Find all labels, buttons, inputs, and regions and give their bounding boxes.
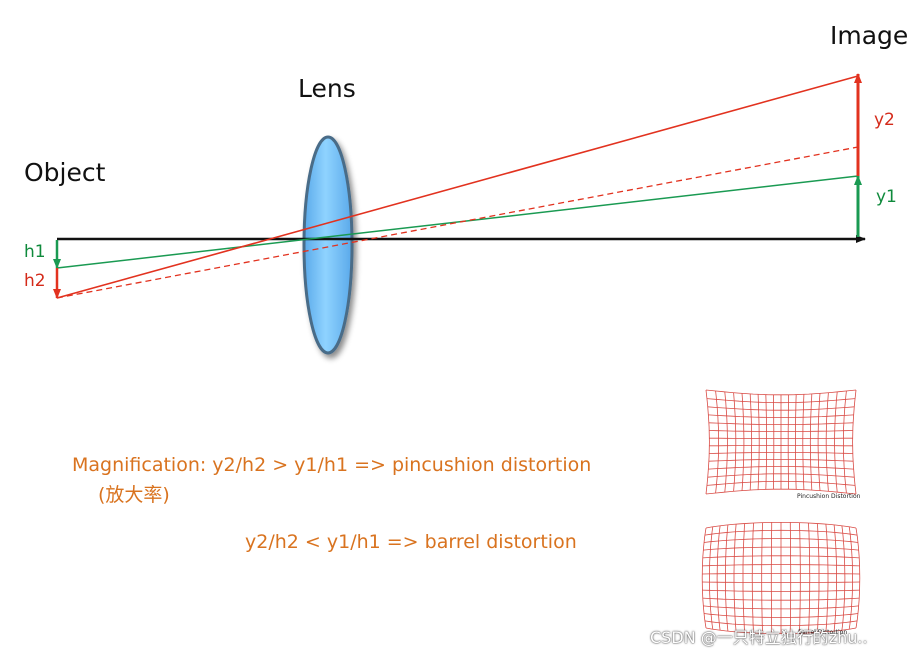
barrel-caption: Barrel Distortion	[798, 629, 848, 636]
grid-line-vertical	[799, 522, 801, 634]
grid-line-horizontal	[705, 389, 857, 396]
red-ray-dashed	[56, 146, 859, 299]
grid-line-vertical	[825, 524, 829, 632]
grid-line-horizontal	[702, 581, 860, 583]
magnification-chinese: (放大率)	[98, 484, 170, 506]
lens-shape	[302, 135, 354, 355]
grid-line-horizontal	[702, 555, 860, 559]
grid-line-vertical	[715, 390, 719, 494]
grid-line-horizontal	[702, 564, 860, 567]
grid-line-horizontal	[707, 473, 855, 478]
grid-line-horizontal	[705, 488, 857, 495]
grid-line-horizontal	[702, 573, 860, 575]
grid-line-vertical	[841, 525, 846, 631]
grid-line-vertical	[809, 393, 813, 491]
pincushion-thumbnail	[704, 388, 858, 500]
grid-line-horizontal	[702, 589, 860, 592]
grid-line-horizontal	[703, 605, 859, 610]
grid-line-vertical	[725, 524, 729, 632]
grid-line-vertical	[794, 394, 797, 490]
grid-line-vertical	[733, 392, 737, 492]
grid-line-vertical	[808, 522, 811, 634]
grid-line-vertical	[802, 394, 805, 490]
barrel-thumbnail	[701, 522, 861, 636]
grid-line-vertical	[852, 389, 857, 495]
grid-line-vertical	[757, 394, 760, 490]
grid-line-vertical	[701, 527, 707, 629]
grid-line-vertical	[733, 524, 737, 632]
grid-line-horizontal	[703, 538, 859, 543]
grid-line-vertical	[816, 523, 820, 633]
grid-line-horizontal	[705, 627, 857, 634]
h2-label: h2	[24, 271, 46, 291]
grid-line-vertical	[848, 526, 854, 630]
grid-line-horizontal	[704, 529, 858, 536]
grid-line-horizontal	[706, 480, 856, 486]
grid-line-horizontal	[709, 451, 853, 454]
grid-line-vertical	[741, 393, 745, 491]
grid-line-vertical	[716, 525, 721, 631]
y2-label: y2	[874, 110, 895, 130]
grid-line-vertical	[834, 391, 838, 493]
green-ray	[56, 175, 859, 269]
grid-line-vertical	[843, 390, 847, 494]
grid-line-vertical	[817, 393, 821, 491]
grid-line-vertical	[825, 392, 829, 492]
grid-line-vertical	[708, 526, 714, 630]
grid-line-horizontal	[704, 620, 858, 627]
grid-line-horizontal	[705, 522, 857, 529]
grid-line-horizontal	[708, 422, 854, 426]
grid-line-horizontal	[708, 466, 854, 470]
grid-line-vertical	[742, 523, 746, 633]
grid-line-horizontal	[707, 406, 855, 411]
grid-line-horizontal	[703, 613, 859, 618]
grid-line-vertical	[751, 522, 754, 634]
grid-line-horizontal	[708, 458, 854, 462]
lens-label: Lens	[298, 74, 356, 103]
object-label: Object	[24, 158, 106, 187]
grid-line-vertical	[833, 524, 837, 632]
grid-line-horizontal	[708, 414, 854, 418]
grid-line-horizontal	[709, 430, 853, 433]
grid-line-vertical	[761, 522, 763, 634]
grid-line-horizontal	[703, 546, 859, 551]
grid-line-vertical	[765, 394, 768, 490]
grid-line-vertical	[855, 527, 861, 629]
barrel-text: y2/h2 < y1/h1 => barrel distortion	[245, 531, 577, 553]
grid-line-vertical	[749, 393, 753, 491]
magnification-text: Magnification: y2/h2 > y1/h1 => pincushi…	[72, 454, 592, 476]
h1-label: h1	[24, 242, 46, 262]
watermark: CSDN @一只特立独行的zhu..	[650, 628, 868, 647]
grid-line-vertical	[724, 391, 728, 493]
grid-line-horizontal	[702, 597, 860, 601]
grid-line-vertical	[705, 389, 710, 495]
image-label: Image	[830, 21, 909, 50]
y1-label: y1	[876, 187, 897, 207]
red-ray-solid	[56, 75, 859, 299]
grid-line-horizontal	[706, 398, 856, 404]
pincushion-caption: Pincushion Distortion	[797, 493, 861, 500]
